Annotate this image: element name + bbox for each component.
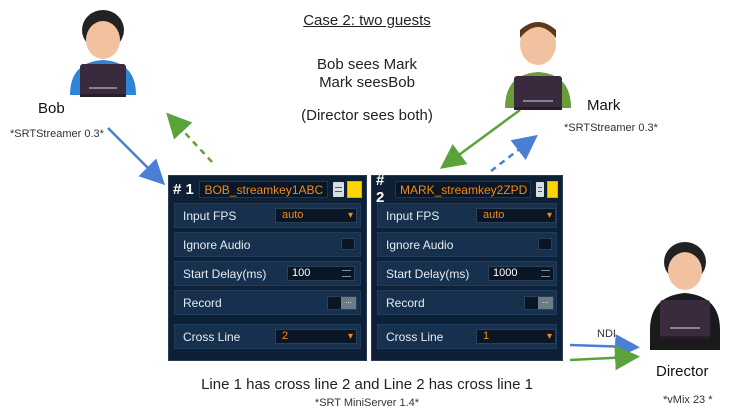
mark-name: Mark [587,97,621,114]
cross-line-caption: Line 1 has cross line 2 and Line 2 has c… [201,376,533,393]
cross-line-value: 1 [483,330,490,342]
stepper-icon [541,270,550,277]
input-fps-value: auto [483,209,505,221]
streamkey-field[interactable]: MARK_streamkey2ZPD [394,180,531,198]
streamkey-field[interactable]: BOB_streamkey1ABC [199,180,329,198]
line1-to-bob-arrow [166,112,213,163]
input-fps-label: Input FPS [386,208,440,223]
start-delay-input[interactable]: 1000 [488,266,554,281]
case-title: Case 2: two guests [303,12,431,29]
mark-software: *SRTStreamer 0.3* [564,122,658,134]
record-toggle[interactable]: ... [327,296,357,310]
start-delay-input[interactable]: 100 [287,266,355,281]
text-mark-sees-bob: Mark seesBob [319,74,415,91]
input-fps-row: Input FPS auto ▾ [174,203,361,228]
ignore-audio-row: Ignore Audio [377,232,557,257]
ndi-blue-arrow [569,334,640,359]
record-row: Record ... [174,290,361,315]
server-label: *SRT MiniServer 1.4* [314,397,420,409]
chevron-down-icon: ▾ [347,331,353,342]
bob-name: Bob [38,100,65,117]
line-number: # 1 [173,180,194,198]
cross-line-value: 2 [282,330,289,342]
start-delay-label: Start Delay(ms) [386,266,470,281]
cross-line-row: Cross Line 2▾ [174,324,361,349]
line2-to-mark-arrow [490,134,538,172]
record-toggle[interactable]: ... [524,296,554,310]
more-icon: ... [341,297,356,309]
text-bob-sees-mark: Bob sees Mark [316,56,418,73]
director-software: *vMix 23 * [663,394,713,406]
start-delay-row: Start Delay(ms) 100 [174,261,361,286]
ignore-audio-checkbox[interactable] [341,238,355,250]
more-icon: ... [538,297,553,309]
ndi-green-arrow [569,345,640,371]
cross-line-label: Cross Line [183,329,241,344]
input-fps-value: auto [282,209,304,221]
record-row: Record ... [377,290,557,315]
panel-header: # 2 MARK_streamkey2ZPD [372,172,562,206]
chevron-down-icon: ▾ [546,210,552,221]
input-fps-dropdown[interactable]: auto ▾ [476,208,556,223]
bob-software: *SRTStreamer 0.3* [10,128,104,140]
director-avatar [650,242,720,350]
ndi-label: NDI [597,328,616,340]
start-delay-row: Start Delay(ms) 1000 [377,261,557,286]
cross-line-row: Cross Line 1▾ [377,324,557,349]
mark-avatar [505,22,571,110]
stepper-icon [342,270,351,277]
cross-line-dropdown[interactable]: 1▾ [476,329,556,344]
ignore-audio-label: Ignore Audio [183,237,251,252]
line-panel-1: # 1 BOB_streamkey1ABC Input FPS auto ▾ Ig… [168,175,367,361]
chevron-down-icon: ▾ [546,331,552,342]
ignore-audio-label: Ignore Audio [386,237,454,252]
status-color-swatch[interactable] [346,180,362,198]
ignore-audio-checkbox[interactable] [538,238,552,250]
line-number: # 2 [376,172,385,206]
panel-header: # 1 BOB_streamkey1ABC [169,176,366,202]
document-icon[interactable] [333,181,344,197]
document-icon[interactable] [535,181,544,197]
bob-avatar [70,10,136,97]
director-name: Director [656,363,709,380]
input-fps-dropdown[interactable]: auto ▾ [275,208,357,223]
input-fps-label: Input FPS [183,208,237,223]
cross-line-label: Cross Line [386,329,444,344]
record-label: Record [183,295,222,310]
bob-to-line1-arrow [107,127,166,186]
start-delay-value: 1000 [493,267,518,279]
record-label: Record [386,295,425,310]
mark-to-line2-arrow [439,108,521,169]
cross-line-dropdown[interactable]: 2▾ [275,329,357,344]
line-panel-2: # 2 MARK_streamkey2ZPD Input FPS auto ▾ I… [371,172,563,361]
chevron-down-icon: ▾ [347,210,353,221]
status-color-swatch[interactable] [546,180,558,198]
input-fps-row: Input FPS auto ▾ [377,203,557,228]
ignore-audio-row: Ignore Audio [174,232,361,257]
start-delay-label: Start Delay(ms) [183,266,267,281]
text-director-sees-both: (Director sees both) [301,107,433,124]
start-delay-value: 100 [292,267,311,279]
